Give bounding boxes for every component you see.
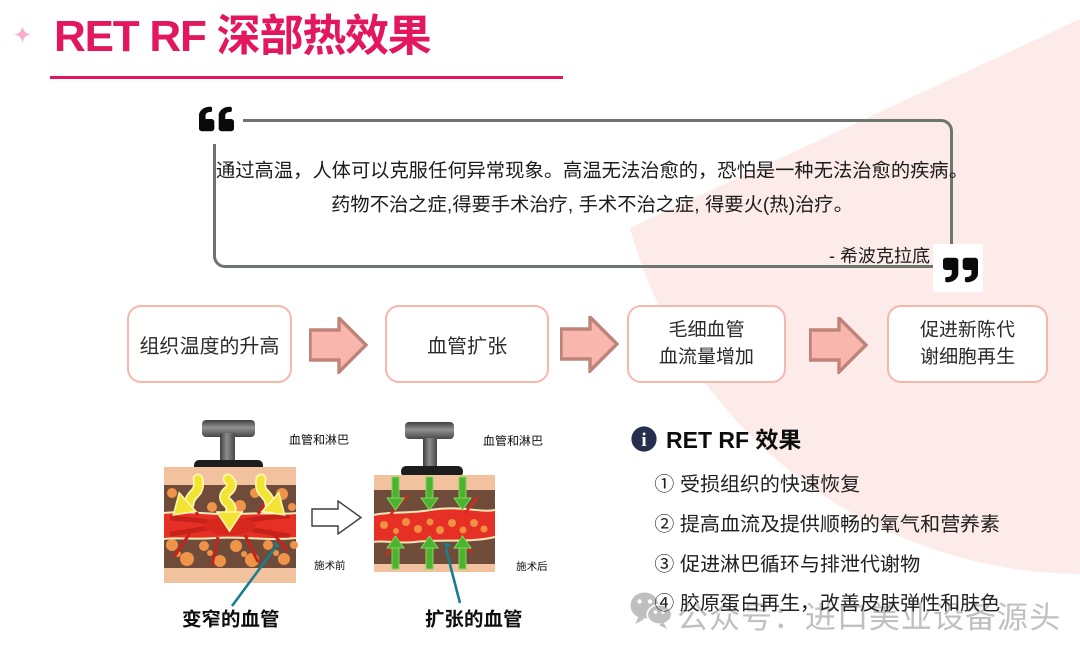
svg-text:i: i — [641, 430, 646, 451]
